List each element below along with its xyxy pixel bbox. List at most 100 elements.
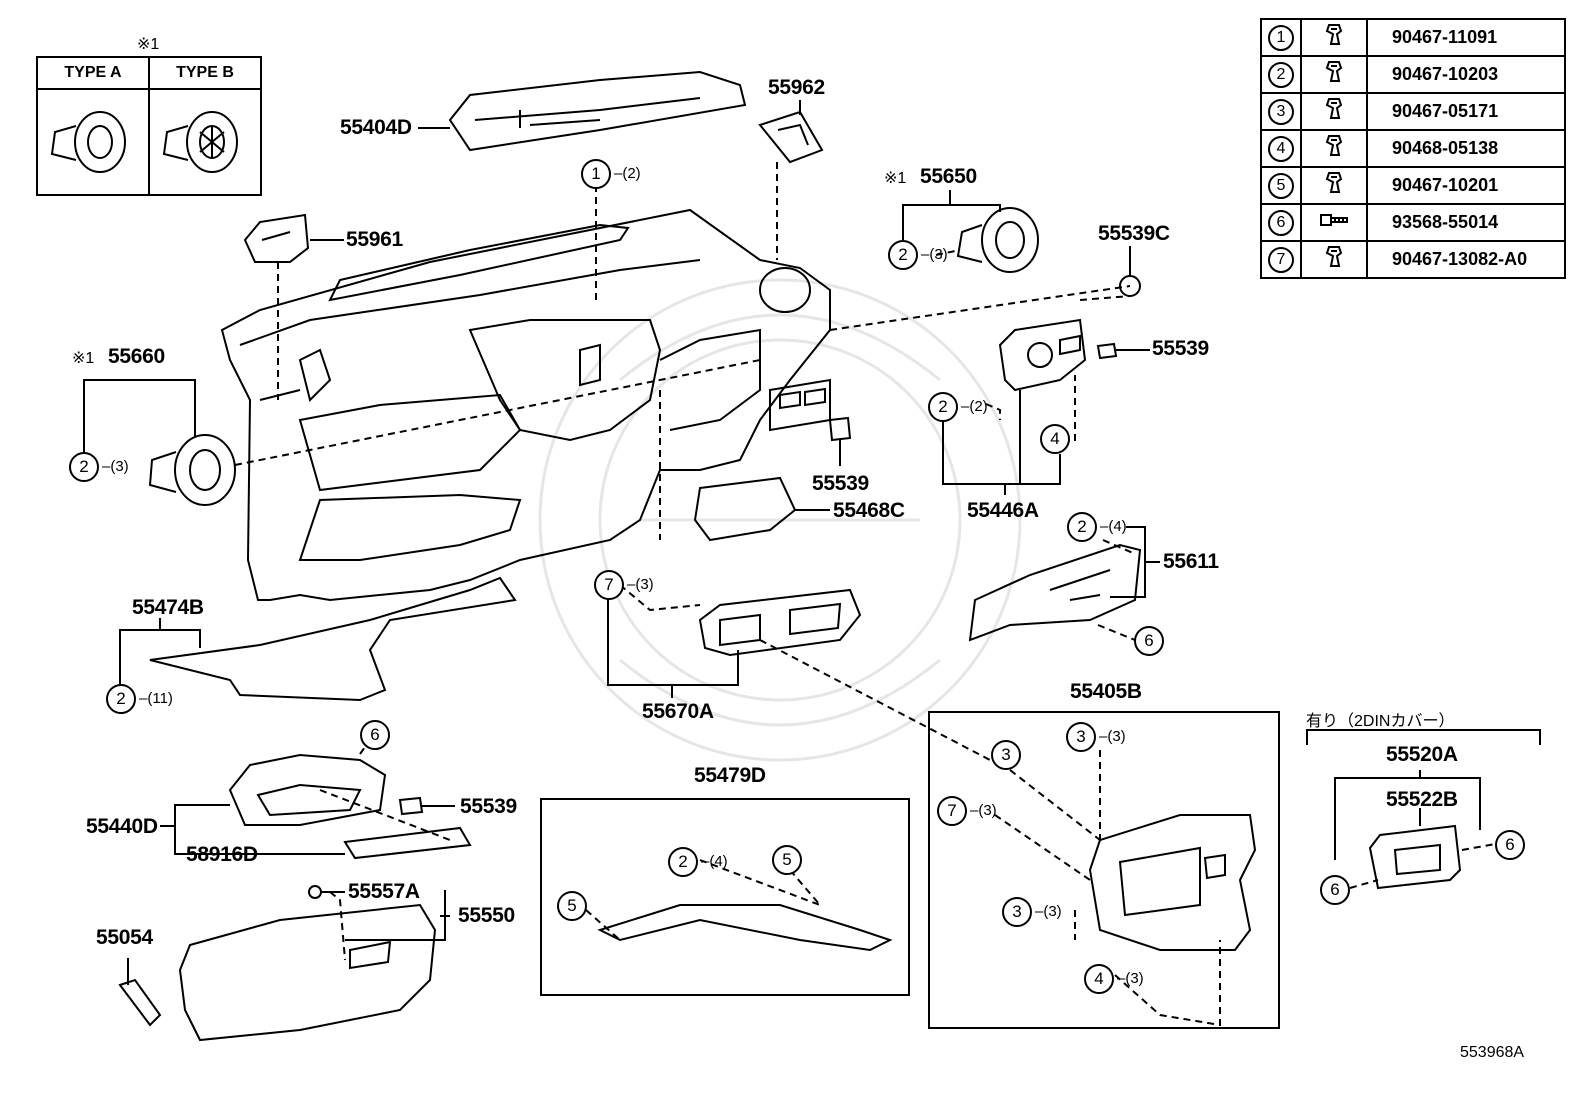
- part-label-55539-center[interactable]: 55539: [812, 472, 869, 495]
- legend-row: 2 90467-10203: [1260, 55, 1566, 94]
- type-a-header: TYPE A: [36, 56, 150, 90]
- bracket-55474B: [119, 629, 201, 684]
- part-label-55961[interactable]: 55961: [346, 228, 403, 251]
- din-cover-note: 有り（2DINカバー）: [1306, 713, 1455, 730]
- callout-quantity: –(2): [961, 398, 988, 415]
- part-label-55054[interactable]: 55054: [96, 926, 153, 949]
- switch-right-drawing: [1096, 342, 1118, 360]
- part-label-58916D[interactable]: 58916D: [186, 843, 258, 866]
- callout-3[interactable]: 3: [1066, 722, 1096, 752]
- callout-2[interactable]: 2: [69, 452, 99, 482]
- lower-panel-drawing: [693, 476, 797, 542]
- knee-panel-right-drawing: [968, 543, 1142, 642]
- callout-1[interactable]: 1: [581, 159, 611, 189]
- part-label-55611[interactable]: 55611: [1163, 550, 1219, 573]
- part-label-55660[interactable]: 55660: [108, 345, 165, 368]
- legend-part-number[interactable]: 90467-10203: [1366, 55, 1566, 94]
- part-label-55479D[interactable]: 55479D: [694, 764, 766, 787]
- instrument-panel-body-drawing: [220, 208, 831, 602]
- legend-part-number[interactable]: 93568-55014: [1366, 203, 1566, 242]
- callout-2[interactable]: 2: [888, 240, 918, 270]
- type-a-cell: [36, 88, 150, 196]
- note-mark-typebox: ※1: [137, 36, 160, 53]
- glovebox-drawing: [178, 903, 437, 1042]
- callout-2[interactable]: 2: [106, 684, 136, 714]
- bracket-55650: [902, 190, 951, 240]
- callout-6[interactable]: 6: [360, 720, 390, 750]
- clip-icon: [1300, 240, 1368, 279]
- legend-part-number[interactable]: 90467-11091: [1366, 18, 1566, 57]
- legend-part-number[interactable]: 90467-05171: [1366, 92, 1566, 131]
- part-label-55670A[interactable]: 55670A: [642, 700, 714, 723]
- legend-part-number[interactable]: 90468-05138: [1366, 129, 1566, 168]
- legend-row: 6 93568-55014: [1260, 203, 1566, 242]
- legend-number-circle: 1: [1268, 24, 1294, 51]
- clip-icon: [1300, 18, 1368, 57]
- callout-quantity: –(3): [1035, 903, 1062, 920]
- bracket-55650b: [950, 204, 1001, 212]
- callout-2[interactable]: 2: [928, 392, 958, 422]
- group-box-55479D: [540, 798, 910, 996]
- part-label-55520A[interactable]: 55520A: [1386, 743, 1458, 766]
- center-vent-drawing: [698, 588, 862, 657]
- part-label-55440D[interactable]: 55440D: [86, 815, 158, 838]
- clip-icon: [1300, 92, 1368, 131]
- callout-3[interactable]: 3: [991, 740, 1021, 770]
- part-label-55539-right[interactable]: 55539: [1152, 337, 1209, 360]
- side-vent-right-drawing: [758, 110, 824, 164]
- legend-row: 3 90467-05171: [1260, 92, 1566, 131]
- callout-4[interactable]: 4: [1084, 964, 1114, 994]
- bracket-drawing: [597, 904, 893, 952]
- vent-type-table: TYPE A TYPE B: [36, 56, 262, 196]
- callout-6[interactable]: 6: [1134, 626, 1164, 656]
- mat-drawing: [343, 826, 472, 860]
- part-label-55522B[interactable]: 55522B: [1386, 788, 1458, 811]
- part-label-55650[interactable]: 55650: [920, 165, 977, 188]
- watermark-emblem: [538, 278, 1022, 762]
- callout-quantity: –(2): [614, 165, 641, 182]
- part-label-55550[interactable]: 55550: [458, 904, 515, 927]
- fastener-legend-table: 1 90467-11091 2 90467-10203 3 90467-05171 4 904…: [1260, 18, 1566, 279]
- clip-icon: [1300, 129, 1368, 168]
- group-box-55405B: [928, 711, 1280, 1029]
- callout-2[interactable]: 2: [668, 847, 698, 877]
- legend-number-circle: 2: [1268, 61, 1294, 88]
- callout-7[interactable]: 7: [937, 796, 967, 826]
- legend-number: 2: [1260, 55, 1302, 94]
- clip-icon: [1300, 166, 1368, 205]
- part-label-55557A[interactable]: 55557A: [348, 880, 420, 903]
- part-label-55539C[interactable]: 55539C: [1098, 222, 1170, 245]
- legend-number-circle: 5: [1268, 172, 1294, 199]
- legend-row: 5 90467-10201: [1260, 166, 1566, 205]
- callout-6[interactable]: 6: [1320, 875, 1350, 905]
- legend-number-circle: 6: [1268, 209, 1294, 236]
- switch-lower-drawing: [398, 796, 424, 816]
- callout-5[interactable]: 5: [557, 891, 587, 921]
- legend-number: 4: [1260, 129, 1302, 168]
- part-label-55539-lower[interactable]: 55539: [460, 795, 517, 818]
- legend-part-number[interactable]: 90467-13082-A0: [1366, 240, 1566, 279]
- part-label-55404D[interactable]: 55404D: [340, 116, 412, 139]
- screw-icon: [1300, 203, 1368, 242]
- bracket-55670A: [607, 598, 739, 686]
- part-label-55405B[interactable]: 55405B: [1070, 680, 1142, 703]
- legend-row: 4 90468-05138: [1260, 129, 1566, 168]
- legend-number: 1: [1260, 18, 1302, 57]
- part-label-55474B[interactable]: 55474B: [132, 596, 204, 619]
- callout-quantity: –(3): [102, 458, 129, 475]
- legend-part-number[interactable]: 90467-10201: [1366, 166, 1566, 205]
- callout-7[interactable]: 7: [594, 570, 624, 600]
- callout-3[interactable]: 3: [1002, 897, 1032, 927]
- callout-2[interactable]: 2: [1067, 512, 1097, 542]
- callout-6[interactable]: 6: [1495, 830, 1525, 860]
- legend-number: 3: [1260, 92, 1302, 131]
- callout-quantity: –(4): [1100, 518, 1127, 535]
- type-b-cell: [148, 88, 262, 196]
- switch-center-drawing: [828, 416, 852, 442]
- part-label-55446A[interactable]: 55446A: [967, 499, 1039, 522]
- part-label-55962[interactable]: 55962: [768, 76, 825, 99]
- callout-4[interactable]: 4: [1040, 424, 1070, 454]
- callout-5[interactable]: 5: [772, 845, 802, 875]
- part-label-55468C[interactable]: 55468C: [833, 499, 905, 522]
